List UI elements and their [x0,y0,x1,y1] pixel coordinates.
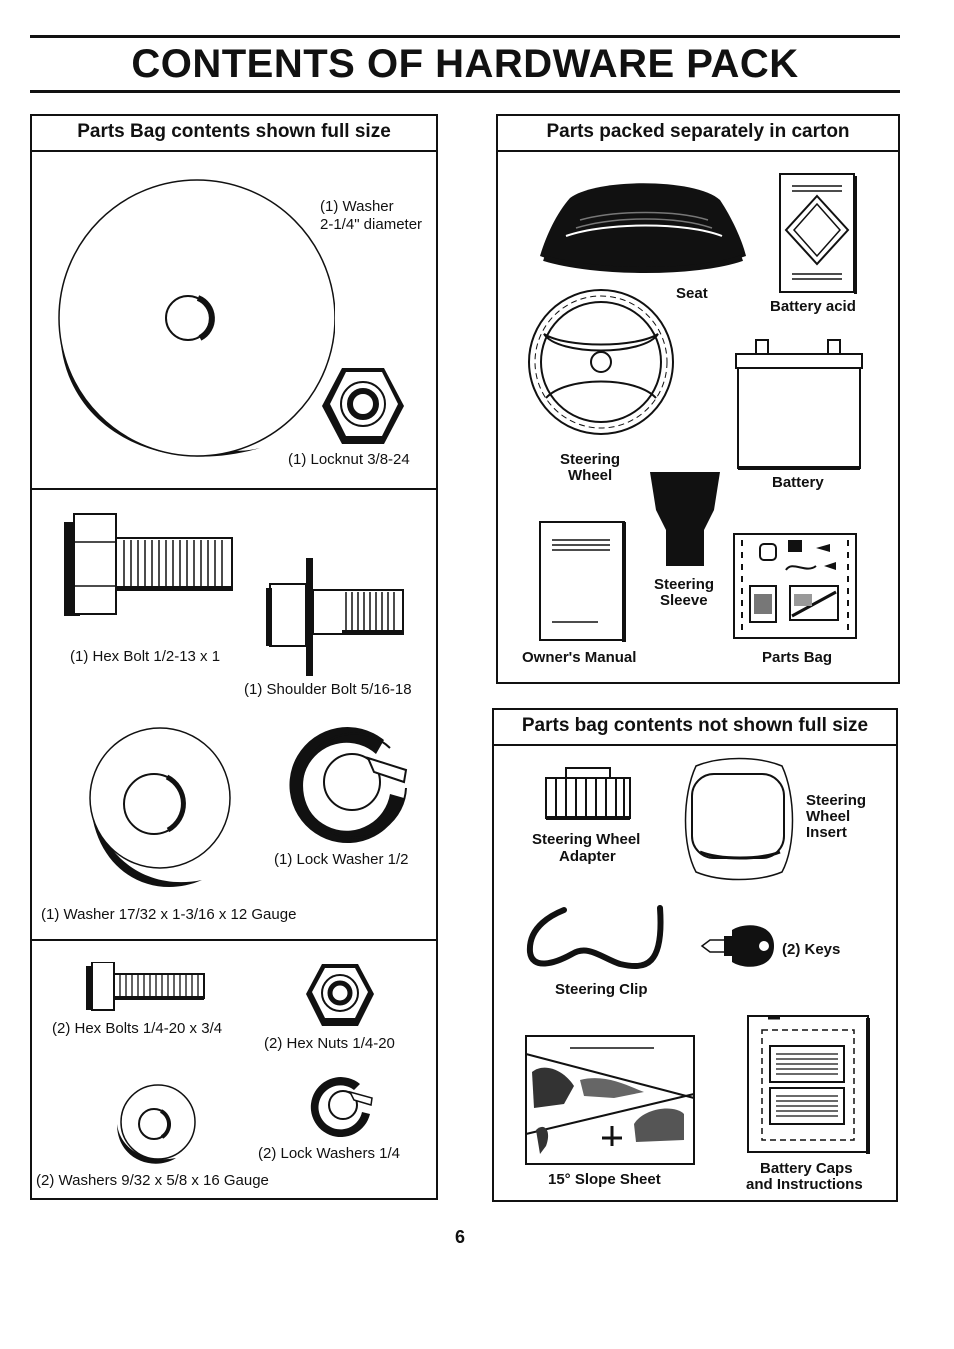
hex-nuts-label: (2) Hex Nuts 1/4-20 [264,1035,395,1052]
adapter-label-1: Steering Wheel [532,831,641,848]
section-divider [32,939,436,941]
steering-wheel-label-2: Wheel [568,467,613,484]
full-size-panel: Parts Bag contents shown full size (1) W… [30,114,438,1200]
title-underline [30,90,900,93]
steering-clip-icon [526,905,664,970]
not-full-size-panel: Parts bag contents not shown full size S… [492,708,898,1202]
battery-caps-label-2: and Instructions [746,1176,863,1193]
steering-sleeve-label-2: Sleeve [660,592,708,609]
battery-caps-icon [747,1015,870,1154]
lock-washer-label: (1) Lock Washer 1/2 [274,851,409,868]
steering-clip-label: Steering Clip [555,981,648,998]
steering-wheel-icon [528,289,674,435]
insert-label-3: Insert [806,824,847,841]
lock-washers-small-label: (2) Lock Washers 1/4 [258,1145,400,1162]
seat-label: Seat [676,285,708,302]
steering-sleeve-icon [650,472,720,566]
section-divider [32,488,436,490]
owners-manual-icon [539,521,626,642]
parts-bag-icon [733,533,857,639]
slope-sheet-label: 15° Slope Sheet [548,1171,661,1188]
full-size-header: Parts Bag contents shown full size [32,116,436,152]
seat-icon [540,183,746,273]
hex-nut-icon [306,964,374,1026]
small-hex-bolt-icon [86,962,205,1011]
washer-medium-label: (1) Washer 17/32 x 1-3/16 x 12 Gauge [41,906,297,923]
shoulder-bolt-icon [266,558,404,676]
not-full-size-header: Parts bag contents not shown full size [494,710,896,746]
page-title: CONTENTS OF HARDWARE PACK [131,42,799,86]
hex-bolts-small-label: (2) Hex Bolts 1/4-20 x 3/4 [52,1020,223,1037]
large-washer-icon [58,179,335,457]
battery-icon [735,339,863,470]
keys-label: (2) Keys [782,941,841,958]
carton-panel: Parts packed separately in carton Seat B… [496,114,900,684]
steering-wheel-insert-icon [684,757,794,881]
shoulder-bolt-label: (1) Shoulder Bolt 5/16-18 [244,681,412,698]
lock-washer-icon [289,727,408,844]
carton-header: Parts packed separately in carton [498,116,898,152]
owners-manual-label: Owner's Manual [522,649,637,666]
adapter-label-2: Adapter [559,848,616,865]
locknut-icon [322,368,404,444]
washer-large-label: (1) Washer [320,198,394,215]
insert-label-2: Wheel [806,808,851,825]
steering-wheel-adapter-icon [545,767,631,820]
washers-small-label: (2) Washers 9/32 x 5/8 x 16 Gauge [36,1172,269,1189]
small-washer-icon [117,1084,196,1164]
top-rule [30,35,900,38]
battery-label: Battery [772,474,824,491]
washer-large-size-label: 2-1/4" diameter [320,216,423,233]
key-icon [700,925,774,967]
steering-sleeve-label-1: Steering [654,576,715,593]
battery-acid-icon [779,173,857,294]
page-number: 6 [454,1227,465,1247]
slope-sheet-icon [525,1035,695,1165]
steering-wheel-label-1: Steering [560,451,621,468]
hex-bolt-label: (1) Hex Bolt 1/2-13 x 1 [70,648,221,665]
battery-acid-label: Battery acid [770,298,856,315]
locknut-label: (1) Locknut 3/8-24 [288,451,410,468]
battery-caps-label-1: Battery Caps [760,1160,853,1177]
insert-label-1: Steering [806,792,867,809]
hex-bolt-icon [64,513,233,616]
small-lock-washer-icon [310,1077,373,1138]
parts-bag-label: Parts Bag [762,649,833,666]
medium-washer-icon [89,727,231,887]
